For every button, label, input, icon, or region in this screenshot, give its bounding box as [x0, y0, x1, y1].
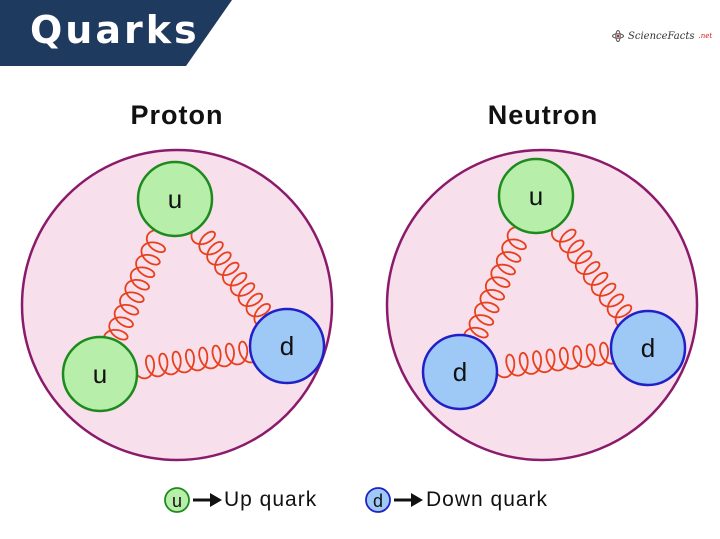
- legend: u d: [164, 487, 423, 513]
- arrow-right-icon: [394, 493, 423, 507]
- quark-label: d: [280, 331, 294, 361]
- up-quark: [497, 157, 575, 235]
- quark-label: u: [168, 184, 182, 214]
- gluon-spring: [132, 338, 262, 380]
- up-quark: [61, 335, 139, 413]
- legend-label-up: Up quark: [224, 488, 318, 511]
- banner-shape: [0, 0, 232, 66]
- legend-symbol: u: [172, 491, 182, 511]
- gluon-spring: [551, 222, 641, 330]
- legend-item-down: d: [365, 487, 423, 513]
- down-quark: [421, 333, 499, 411]
- quark-label: d: [641, 333, 655, 363]
- down-quark: [609, 309, 687, 387]
- up-quark: [136, 160, 214, 238]
- gluon-spring: [102, 229, 167, 353]
- title-banner: Quarks: [0, 0, 240, 66]
- quark-label: d: [453, 357, 467, 387]
- page-title: Quarks: [30, 8, 200, 52]
- arrow-right-icon: [193, 493, 222, 507]
- quark-label: u: [93, 359, 107, 389]
- gluon-spring: [492, 339, 623, 379]
- legend-item-up: u: [164, 487, 222, 513]
- quark-label: u: [529, 181, 543, 211]
- legend-symbol: d: [373, 491, 383, 511]
- proton-title: Proton: [130, 100, 224, 130]
- down-quark-symbol: [365, 487, 391, 513]
- atom-icon: [612, 30, 624, 42]
- brand-logo[interactable]: ScienceFacts.net: [612, 30, 712, 42]
- legend-label-down: Down quark: [426, 488, 549, 511]
- gluon-spring: [190, 225, 279, 328]
- up-quark-symbol: [164, 487, 190, 513]
- neutron-diagram: u d d: [385, 148, 699, 462]
- brand-suffix: .net: [698, 32, 713, 40]
- neutron-title: Neutron: [487, 100, 599, 130]
- down-quark: [248, 307, 326, 385]
- brand-name: ScienceFacts: [628, 30, 695, 42]
- proton-diagram: u u d: [20, 148, 334, 462]
- gluon-spring: [463, 225, 527, 351]
